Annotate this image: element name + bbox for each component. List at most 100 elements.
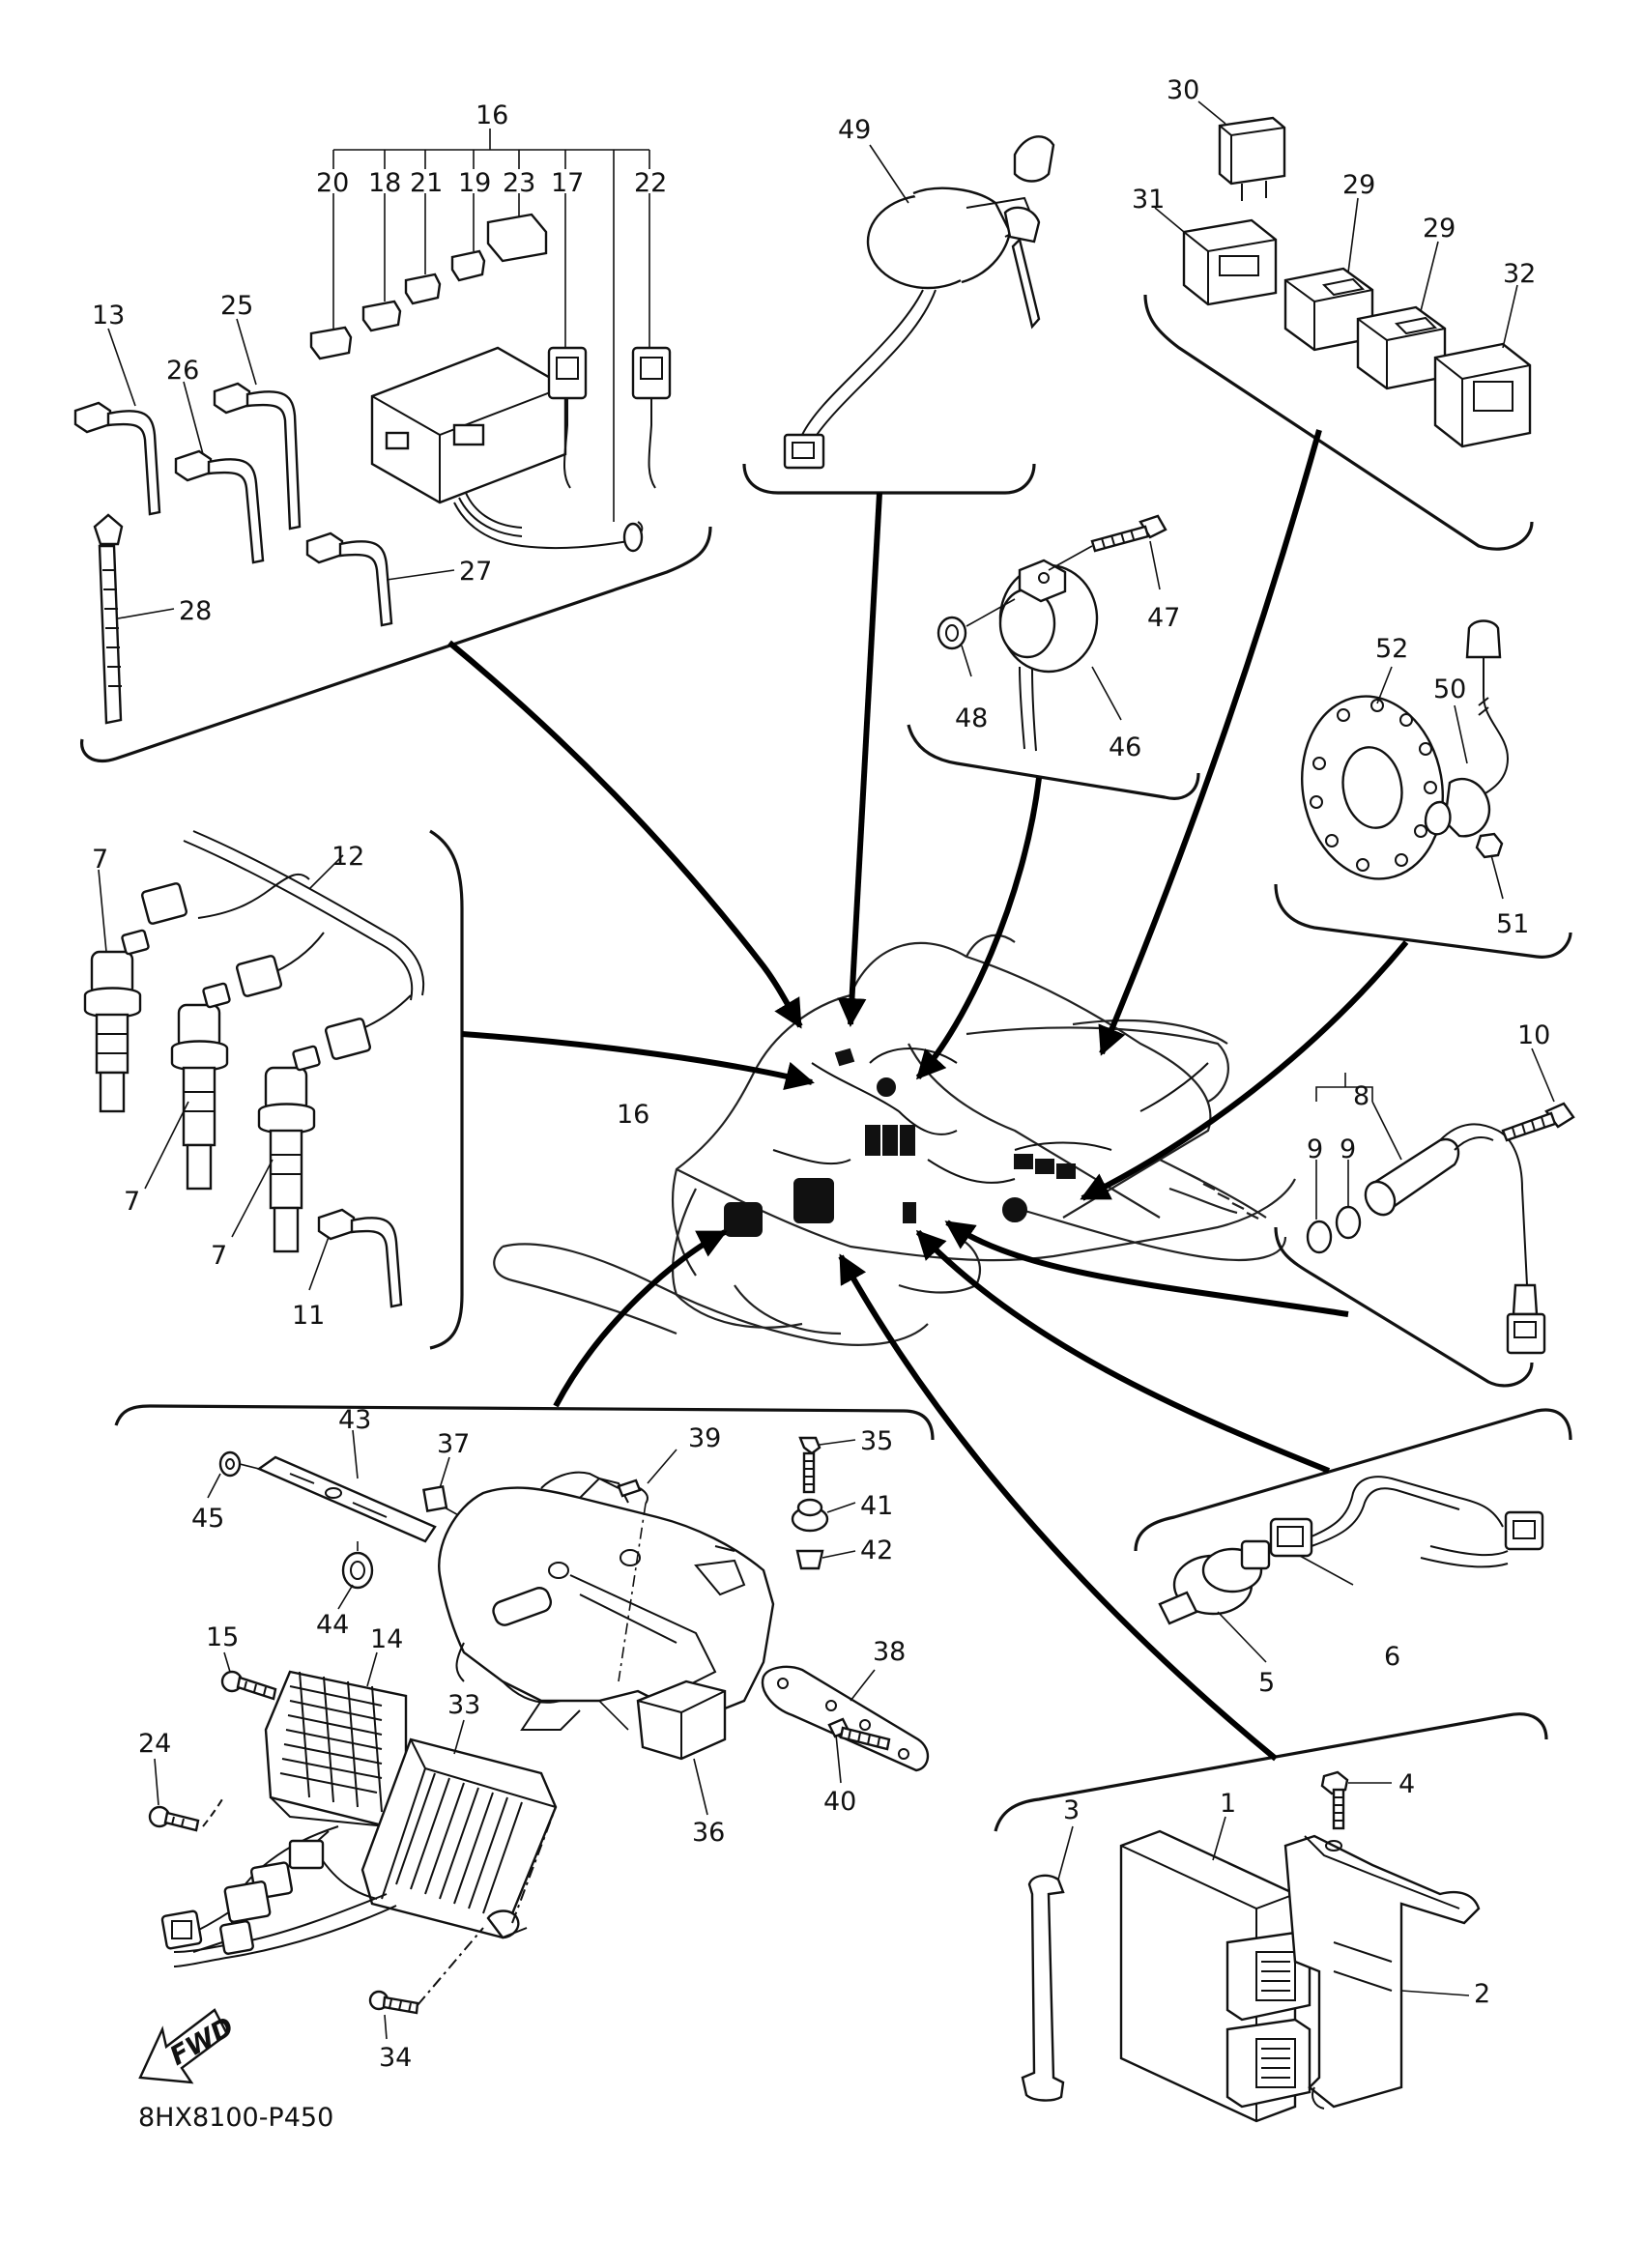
snowmobile-outline bbox=[493, 933, 1296, 1346]
regulator-wiring bbox=[160, 1825, 397, 1967]
signal-plate-52 bbox=[1301, 666, 1444, 880]
regulator-group bbox=[148, 1429, 930, 2040]
bolt-47 bbox=[1048, 514, 1167, 590]
injector-7c bbox=[231, 1018, 372, 1253]
figure-code: 8HX8100-P450 bbox=[138, 2103, 333, 2133]
callout-29a: 29 bbox=[1342, 170, 1375, 200]
bracket-43 bbox=[256, 1429, 437, 1543]
buzzer-group bbox=[937, 514, 1167, 752]
bolt-24 bbox=[148, 1758, 223, 1832]
relay-32 bbox=[1433, 284, 1532, 448]
callout-8: 8 bbox=[1353, 1081, 1369, 1111]
speed-sensor-8 bbox=[1364, 1101, 1546, 1355]
callout-51: 51 bbox=[1496, 909, 1529, 939]
callout-13: 13 bbox=[92, 301, 125, 330]
fuse-cover-23 bbox=[486, 193, 548, 263]
ecu-group bbox=[1021, 1770, 1481, 2123]
callout-43: 43 bbox=[338, 1405, 371, 1435]
buzzer-46 bbox=[998, 559, 1122, 752]
callout-25: 25 bbox=[220, 291, 253, 321]
callout-41: 41 bbox=[860, 1491, 893, 1521]
main-bracket bbox=[438, 1471, 775, 1731]
o-ring-9a bbox=[1306, 1160, 1333, 1254]
callout-26: 26 bbox=[166, 356, 199, 386]
cable-tie-25 bbox=[213, 318, 302, 531]
fuse-19 bbox=[450, 193, 486, 282]
fuse-holder-17 bbox=[547, 193, 588, 489]
cable-tie-28 bbox=[93, 513, 175, 725]
callout-12: 12 bbox=[331, 842, 364, 872]
callout-52: 52 bbox=[1375, 634, 1408, 664]
callout-6: 6 bbox=[1384, 1642, 1400, 1672]
bolt-4 bbox=[1320, 1770, 1392, 1830]
sensor-lead-6 bbox=[1269, 1476, 1544, 1586]
callout-47: 47 bbox=[1147, 603, 1180, 633]
bolt-40 bbox=[827, 1717, 891, 1784]
pressure-sensor-group bbox=[1158, 1476, 1544, 1663]
fuse-box-group bbox=[73, 129, 672, 725]
callout-44: 44 bbox=[316, 1610, 349, 1640]
speed-sensor-group bbox=[1306, 1048, 1575, 1355]
fuse-21 bbox=[404, 193, 442, 305]
callout-46: 46 bbox=[1109, 732, 1141, 762]
callout-16-top: 16 bbox=[476, 100, 508, 130]
callout-2: 2 bbox=[1474, 1979, 1490, 2009]
callout-34: 34 bbox=[379, 2043, 412, 2073]
relay-group bbox=[1154, 100, 1532, 448]
injector-7a bbox=[83, 869, 188, 1113]
bolt-15 bbox=[220, 1651, 277, 1701]
rectifier-regulator-14 bbox=[264, 1651, 408, 1828]
sensor-plate-group bbox=[1301, 619, 1510, 900]
callout-36: 36 bbox=[692, 1818, 725, 1848]
group-boundaries bbox=[80, 294, 1572, 1832]
callout-27: 27 bbox=[459, 557, 492, 587]
callout-15: 15 bbox=[206, 1622, 239, 1652]
callout-49: 49 bbox=[838, 115, 871, 145]
callout-23: 23 bbox=[503, 168, 535, 198]
callout-14: 14 bbox=[370, 1624, 403, 1654]
bolt-35 bbox=[798, 1436, 856, 1494]
collar-44 bbox=[337, 1541, 374, 1610]
relay-31 bbox=[1154, 207, 1278, 306]
callout-28: 28 bbox=[179, 596, 212, 626]
callout-50: 50 bbox=[1433, 675, 1466, 704]
callout-32: 32 bbox=[1503, 259, 1536, 289]
callout-30: 30 bbox=[1167, 75, 1199, 105]
bracket-36 bbox=[636, 1679, 727, 1816]
cable-tie-26 bbox=[174, 381, 265, 564]
callout-labels: 16 20 18 21 19 23 17 22 13 25 26 27 28 4… bbox=[92, 75, 1550, 2073]
ecu-bracket-2 bbox=[1283, 1834, 1481, 2110]
callout-10: 10 bbox=[1517, 1020, 1550, 1050]
callout-31: 31 bbox=[1132, 185, 1165, 215]
callout-37: 37 bbox=[437, 1429, 470, 1459]
callout-11: 11 bbox=[292, 1301, 325, 1331]
pickup-coil-50 bbox=[1424, 619, 1510, 838]
callout-45: 45 bbox=[191, 1504, 224, 1534]
bolt-10 bbox=[1501, 1048, 1575, 1142]
callout-22: 22 bbox=[634, 168, 667, 198]
callout-4: 4 bbox=[1398, 1769, 1415, 1799]
callout-33: 33 bbox=[447, 1690, 480, 1720]
fuse-holder-22 bbox=[631, 193, 672, 489]
o-ring-9b bbox=[1335, 1160, 1362, 1240]
fuse-20 bbox=[309, 193, 353, 360]
leader-arrows bbox=[447, 429, 1409, 1762]
cable-tie-27 bbox=[305, 531, 455, 627]
bolt-51 bbox=[1475, 832, 1504, 900]
callout-1: 1 bbox=[1220, 1789, 1236, 1819]
nut-45 bbox=[207, 1450, 260, 1499]
injector-group bbox=[83, 830, 424, 1308]
callout-20: 20 bbox=[316, 168, 349, 198]
bracket-38 bbox=[761, 1665, 930, 1772]
main-switch-49 bbox=[783, 135, 1055, 470]
callout-39: 39 bbox=[688, 1423, 721, 1453]
callout-42: 42 bbox=[860, 1536, 893, 1565]
grommet-41 bbox=[791, 1498, 856, 1533]
callout-16-center: 16 bbox=[617, 1100, 649, 1130]
callout-7c: 7 bbox=[211, 1241, 227, 1271]
ecu-unit-33 bbox=[360, 1719, 558, 1939]
callout-9a: 9 bbox=[1307, 1134, 1323, 1164]
callout-5: 5 bbox=[1258, 1668, 1275, 1698]
callout-48: 48 bbox=[955, 703, 988, 733]
